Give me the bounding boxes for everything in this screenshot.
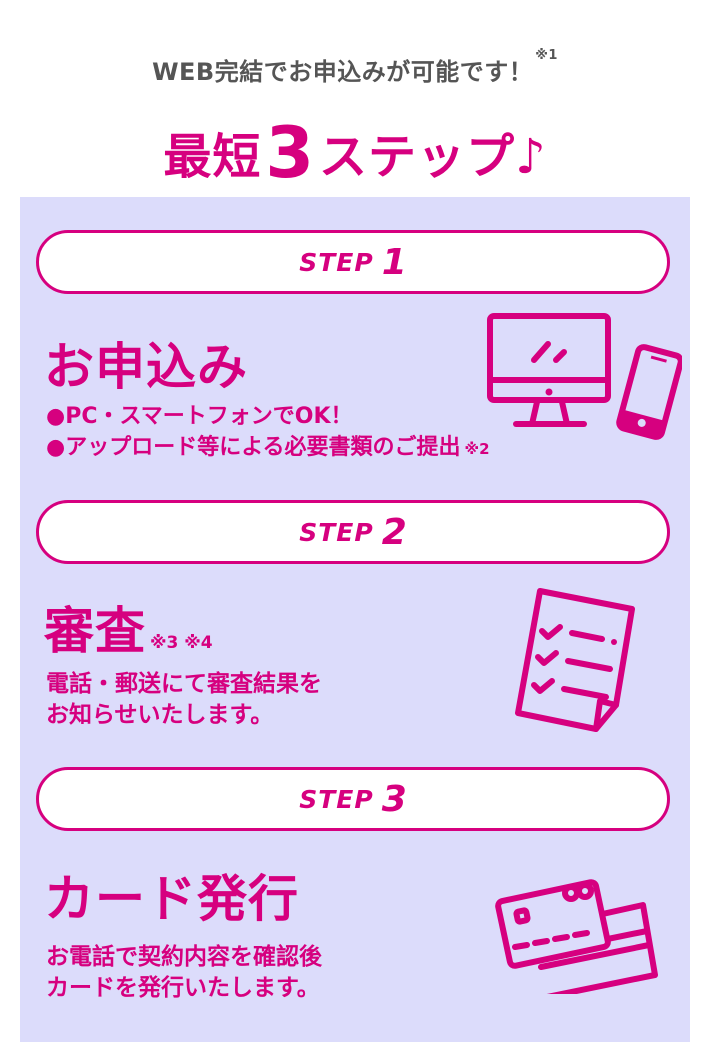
step-2-description: 電話・郵送にて審査結果を お知らせいたします。 bbox=[46, 669, 322, 731]
computer-and-smartphone-icon bbox=[487, 313, 682, 440]
step-2-line-1: 電話・郵送にて審査結果を bbox=[46, 671, 322, 697]
step-2-line-2: お知らせいたします。 bbox=[46, 702, 274, 728]
footnote-2: ※2 bbox=[464, 440, 490, 458]
page-title: 最短3ステップ♪ bbox=[0, 108, 710, 194]
step-number: 3 bbox=[381, 778, 407, 820]
title-number: 3 bbox=[265, 112, 316, 194]
step-3-line-2: カードを発行いたします。 bbox=[46, 975, 320, 1001]
footnotes-3-4: ※3 ※4 bbox=[150, 633, 213, 653]
step-label: STEP bbox=[299, 517, 374, 547]
step-2-heading-text: 審査 bbox=[44, 602, 146, 660]
title-prefix: 最短 bbox=[163, 129, 262, 185]
title-suffix: ステップ♪ bbox=[319, 129, 547, 185]
step-1-description: ●PC・スマートフォンでOK！ ●アップロード等による必要書類のご提出※2 bbox=[46, 401, 490, 465]
step-3-line-1: お電話で契約内容を確認後 bbox=[46, 944, 322, 970]
step-number: 2 bbox=[381, 511, 407, 553]
step-2-heading: 審査※3 ※4 bbox=[44, 591, 213, 663]
lead-main: WEB完結でお申込みが可能です！ bbox=[152, 58, 534, 86]
lead-text: WEB完結でお申込みが可能です！※1 bbox=[0, 48, 710, 87]
step-label: STEP bbox=[299, 784, 374, 814]
footnote-1: ※1 bbox=[535, 48, 558, 63]
credit-cards-icon bbox=[495, 879, 658, 994]
step-3-heading: カード発行 bbox=[44, 870, 299, 928]
checklist-document-icon bbox=[515, 588, 635, 732]
step-number: 1 bbox=[381, 241, 407, 283]
step-1-line-2: ●アップロード等による必要書類のご提出 bbox=[46, 435, 461, 460]
step-label: STEP bbox=[299, 247, 374, 277]
step-1-heading: お申込み bbox=[44, 338, 248, 396]
step-3-description: お電話で契約内容を確認後 カードを発行いたします。 bbox=[46, 942, 322, 1004]
step-1-line-1: ●PC・スマートフォンでOK！ bbox=[46, 404, 353, 429]
